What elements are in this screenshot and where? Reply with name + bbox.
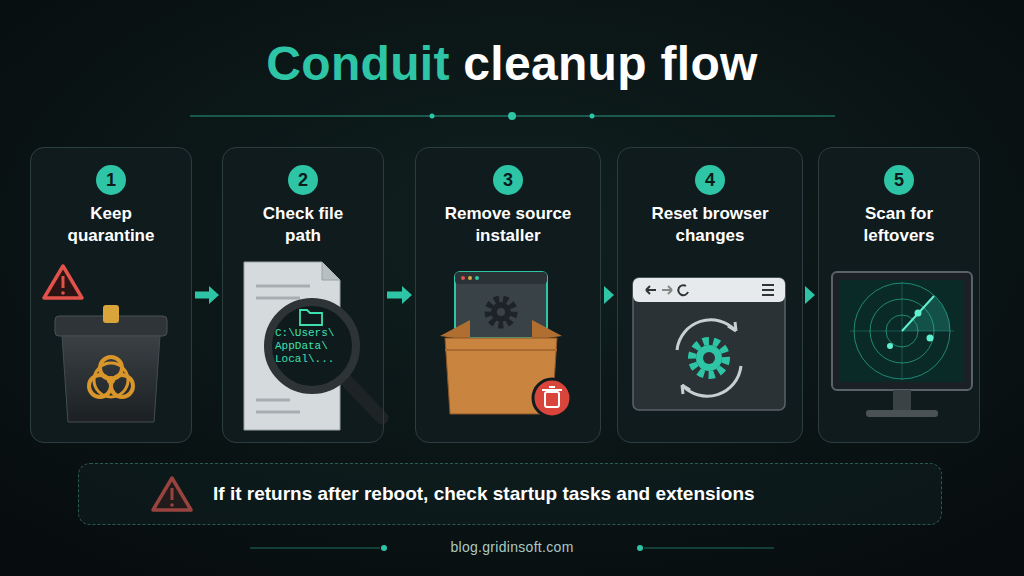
- step-card: 1Keep quarantine: [30, 147, 192, 443]
- step-card: 3Remove source installer: [415, 147, 601, 443]
- step-card: 4Reset browser changes: [617, 147, 803, 443]
- flow-arrow: [805, 286, 815, 304]
- note-text: If it returns after reboot, check startu…: [213, 464, 755, 524]
- step-heading: Keep quarantine: [55, 203, 167, 247]
- callout-number: 3: [493, 165, 523, 195]
- flow-arrow: [604, 286, 614, 304]
- callout-number: 2: [288, 165, 318, 195]
- file-magnifier: [244, 262, 382, 430]
- callout-number: 5: [884, 165, 914, 195]
- browser-reset: [633, 278, 785, 410]
- installer-box: [440, 272, 571, 417]
- step-heading: Check file path: [247, 203, 359, 247]
- step-heading: Scan for leftovers: [843, 203, 955, 247]
- footer-url: blog.gridinsoft.com: [392, 539, 632, 555]
- diagram-title: Conduit cleanup flow: [0, 36, 1024, 91]
- step-heading: Reset browser changes: [635, 203, 785, 247]
- flow-arrow: [195, 286, 219, 304]
- step-heading: Remove source installer: [433, 203, 583, 247]
- quarantine-bin: [44, 266, 167, 422]
- note-box: If it returns after reboot, check startu…: [78, 463, 942, 525]
- step-card: 5Scan for leftovers: [818, 147, 980, 443]
- step-card: 2Check file path: [222, 147, 384, 443]
- radar-monitor: [832, 272, 972, 417]
- file-path: C:\Users\ AppData\ Local\...: [275, 327, 353, 366]
- callout-number: 4: [695, 165, 725, 195]
- flow-arrow: [387, 286, 412, 304]
- callout-number: 1: [96, 165, 126, 195]
